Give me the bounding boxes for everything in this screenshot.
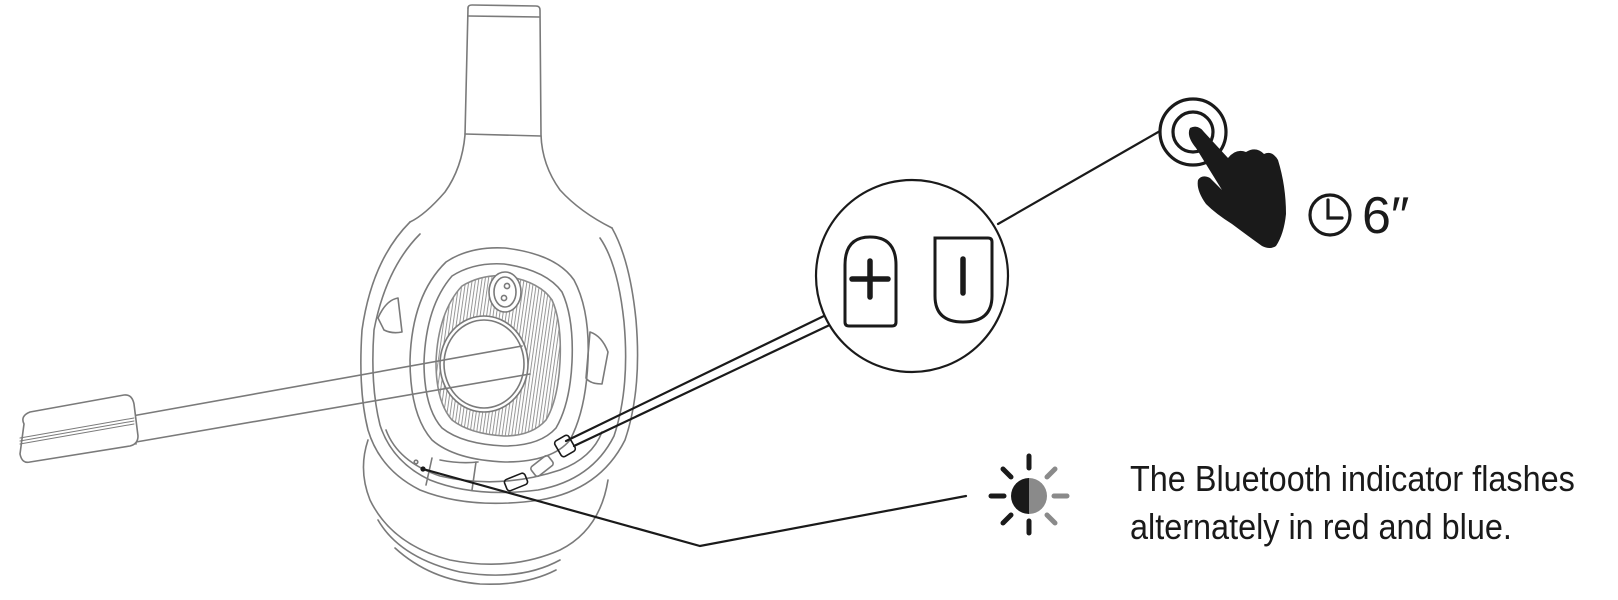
leader-line-press: [996, 129, 1162, 226]
leader-line-buttons-2: [572, 320, 838, 448]
zoom-volume-up-button: [843, 235, 898, 328]
light-flash-icon: [988, 453, 1070, 536]
boom-microphone: [19, 345, 531, 464]
headband: [409, 4, 613, 229]
clock-icon: [1308, 193, 1352, 237]
caption-line-1: The Bluetooth indicator flashes: [1130, 458, 1575, 499]
indicator-caption: The Bluetooth indicator flashes alternat…: [1130, 455, 1575, 551]
headset-illustration: [19, 4, 639, 586]
ear-cup-shell: [360, 221, 639, 505]
finger-press-icon: [1158, 97, 1286, 248]
volume-down-button[interactable]: [503, 472, 529, 492]
caption-line-2: alternately in red and blue.: [1130, 506, 1512, 547]
speaker-grille: [435, 271, 562, 437]
control-panel: [385, 429, 603, 492]
leader-lines: [421, 129, 1162, 548]
power-button[interactable]: [530, 454, 555, 478]
zoom-power-button: [933, 236, 994, 324]
volume-up-button[interactable]: [553, 434, 577, 458]
press-duration-value: 6″: [1362, 187, 1410, 245]
leader-line-buttons: [564, 312, 830, 443]
plus-icon: [849, 258, 891, 300]
buttons-zoom-callout: [814, 178, 1010, 374]
press-duration: 6″: [1362, 190, 1409, 242]
ear-cushion: [362, 439, 609, 586]
leader-line-led: [421, 467, 968, 548]
